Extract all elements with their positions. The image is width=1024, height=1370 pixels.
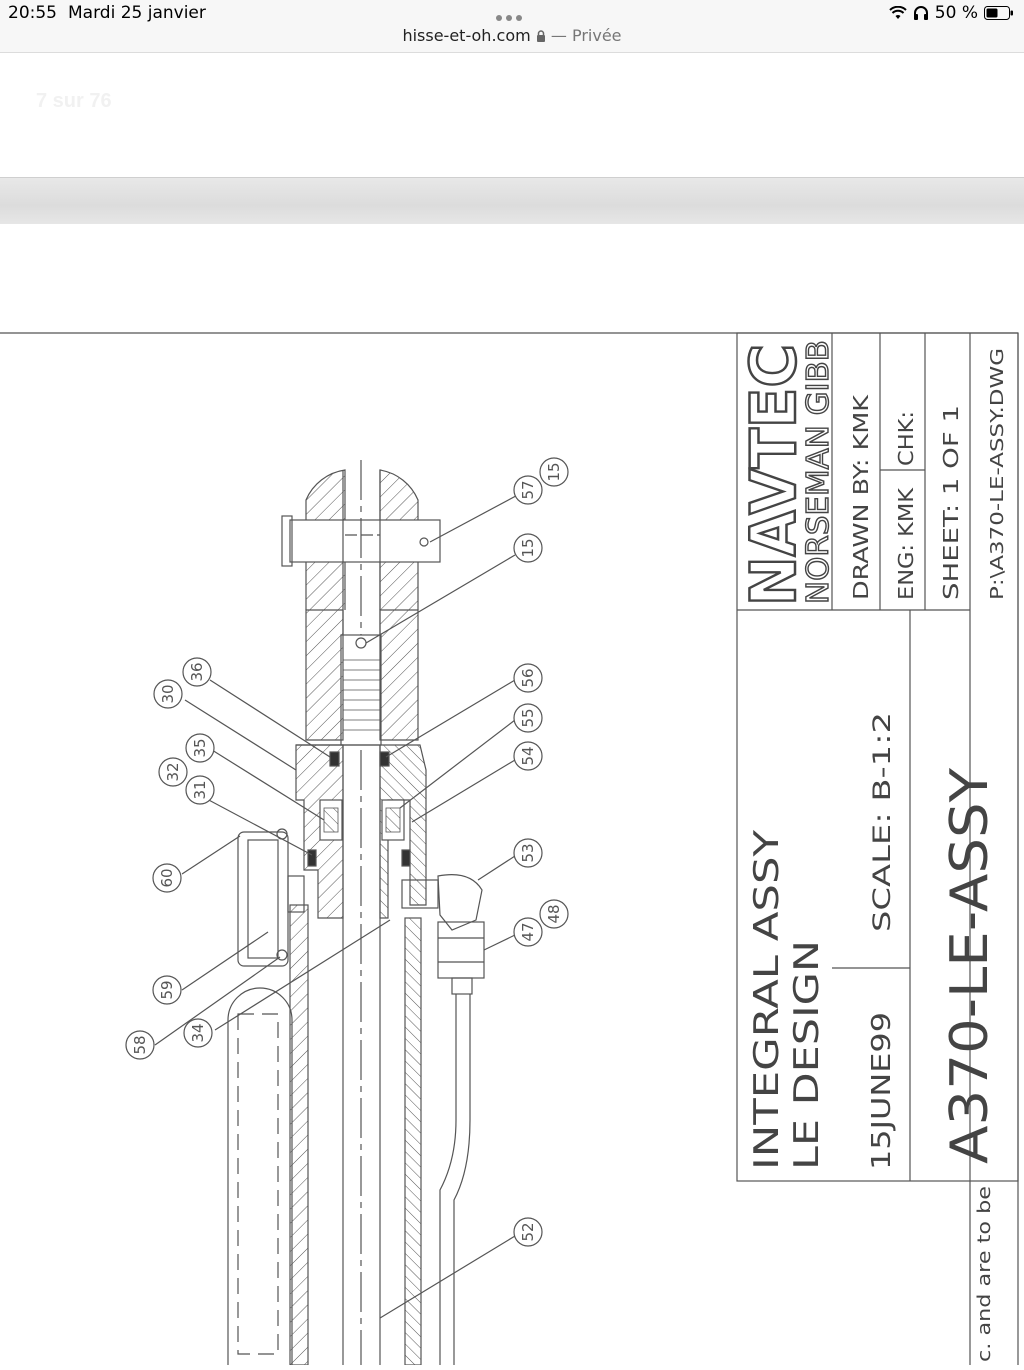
drawing-title-line1: INTEGRAL ASSY (747, 830, 787, 1170)
document-page: 57 15 15 36 30 35 32 31 56 55 54 53 60 4… (0, 224, 1024, 1366)
private-label: — Privée (550, 26, 622, 45)
balloon-53: 53 (519, 843, 537, 862)
balloon-54: 54 (519, 746, 537, 765)
balloon-48: 48 (545, 904, 563, 923)
status-bar: 20:55 Mardi 25 janvier 50 % hisse-et-oh.… (0, 0, 1024, 53)
clock: 20:55 (8, 3, 57, 23)
drawing-date: 15JUNE99 (867, 1012, 897, 1170)
drawn-by: DRAWN BY: KMK (849, 394, 873, 600)
balloon-30: 30 (159, 684, 177, 703)
balloon-55: 55 (519, 708, 537, 727)
viewer-header (0, 53, 1024, 177)
company-subtitle: NORSEMAN GIBB (801, 340, 836, 604)
note-text: c. and are to be (974, 1186, 995, 1362)
balloon-57: 57 (519, 480, 537, 499)
balloon-52: 52 (519, 1222, 537, 1241)
balloon-15a: 15 (545, 462, 563, 481)
sheet-number: SHEET: 1 OF 1 (939, 405, 963, 600)
balloon-60: 60 (158, 868, 176, 887)
wifi-icon (889, 6, 907, 19)
viewer-toolbar[interactable] (0, 177, 1024, 225)
balloon-59: 59 (158, 980, 176, 999)
drawing-title-line2: LE DESIGN (787, 940, 827, 1170)
engineer: ENG: KMK (894, 487, 918, 600)
balloon-47: 47 (519, 922, 537, 941)
file-path: P:\A370-LE-ASSY.DWG (987, 348, 1008, 600)
scale-label: SCALE: B-1:2 (868, 712, 896, 932)
drawing-number: A370-LE-ASSY (940, 768, 1000, 1164)
balloon-35: 35 (191, 738, 209, 757)
balloon-58: 58 (131, 1035, 149, 1054)
battery-percent: 50 % (934, 3, 978, 23)
balloon-56: 56 (519, 668, 537, 687)
balloon-31: 31 (191, 780, 209, 799)
balloon-34: 34 (189, 1023, 207, 1042)
address-bar[interactable]: hisse-et-oh.com — Privée (0, 26, 1024, 45)
balloon-32: 32 (164, 762, 182, 781)
company-logo: NAVTEC (737, 344, 810, 606)
technical-drawing: 57 15 15 36 30 35 32 31 56 55 54 53 60 4… (0, 332, 1019, 1366)
lock-icon (536, 30, 545, 42)
headphones-icon (913, 6, 928, 20)
checker: CHK: (894, 411, 918, 466)
url-text[interactable]: hisse-et-oh.com (402, 26, 531, 45)
status-icons: 50 % (889, 2, 1014, 24)
balloon-15b: 15 (519, 538, 537, 557)
more-dots-icon[interactable] (496, 8, 528, 21)
date: Mardi 25 janvier (68, 3, 206, 23)
page-indicator: 7 sur 76 (36, 90, 112, 112)
battery-icon (984, 6, 1013, 20)
balloon-36: 36 (188, 662, 206, 681)
